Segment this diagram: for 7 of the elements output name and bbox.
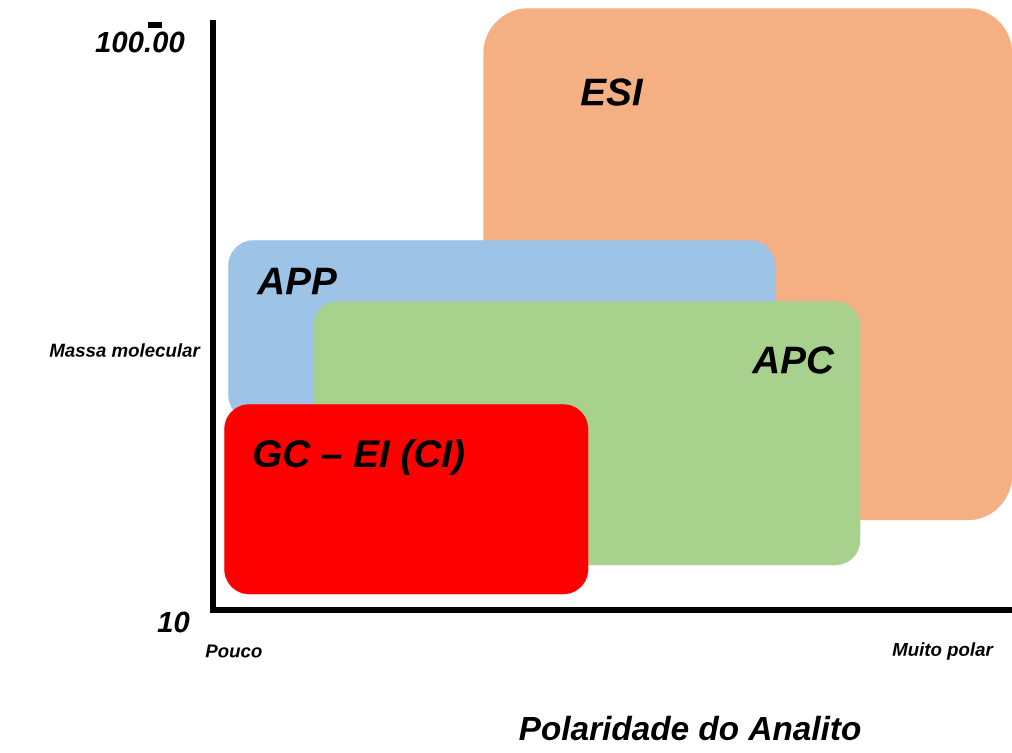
axis-label: Massa molecular <box>49 343 201 357</box>
axis-label: Muito polar <box>892 642 994 660</box>
region-box: GC – EI (CI) <box>224 404 589 595</box>
axis-label: Pouco <box>205 644 262 658</box>
axis-label: 10 <box>157 611 190 633</box>
axis-label: Polaridade do Analito <box>519 715 861 741</box>
axis-label: 100.00 <box>95 31 185 53</box>
